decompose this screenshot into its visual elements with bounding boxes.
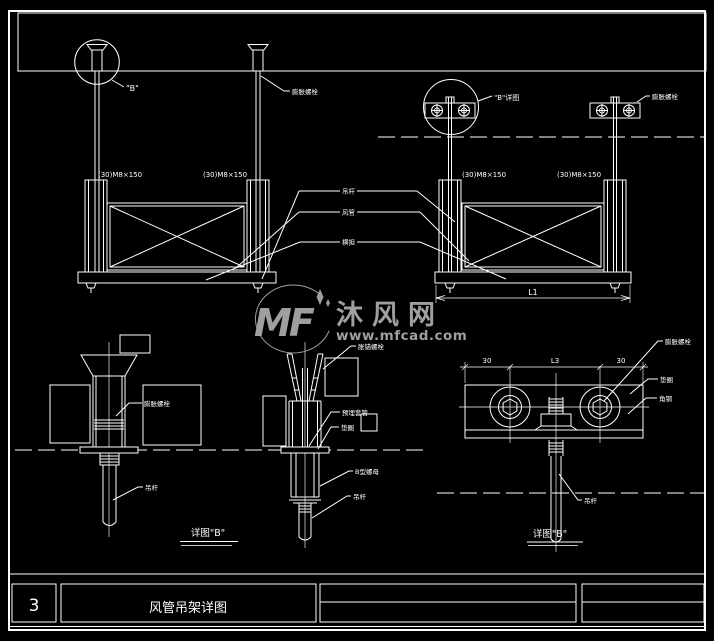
- sheet-number: 3: [29, 596, 40, 616]
- rod-spec: (30)M8×150: [557, 171, 601, 179]
- sheet-border: [8, 10, 706, 631]
- watermark-logo: MF: [254, 301, 315, 345]
- sleeve-label: 预埋套管: [342, 408, 369, 417]
- detail-ref-label: "B": [126, 84, 139, 93]
- angle-steel-label: 角钢: [659, 394, 673, 403]
- callout-rod: 吊杆: [342, 187, 356, 196]
- left-elevation: "B" 膨胀螺栓 (30)M8×150 (30)M8×150: [74, 39, 319, 293]
- detail-ref-label: "B"详图: [494, 93, 519, 102]
- dimension-l1: L1: [435, 285, 631, 303]
- rod-spec: (30)M8×150: [98, 171, 142, 179]
- anchor-bolt-label: 膨胀螺栓: [652, 92, 679, 101]
- rod-spec: (30)M8×150: [203, 171, 247, 179]
- middle-callouts: 吊杆 风管 横担: [205, 187, 507, 281]
- dim-text: 30: [483, 357, 492, 365]
- callout-bearer: 横担: [342, 238, 356, 247]
- detail-caption: 详图"B": [533, 528, 567, 540]
- titleblock-cell-empty1: [319, 583, 577, 623]
- washer-label: 垫圈: [341, 423, 354, 432]
- anchor-bolt-label: 胀锚螺栓: [358, 342, 385, 351]
- watermark: MF 沐风网 www.mfcad.com: [254, 284, 467, 354]
- detail-b-left: 膨胀螺栓 吊杆 详图"B": [49, 334, 238, 546]
- watermark-site-name: 沐风网: [336, 300, 444, 331]
- dim-text-l1: L1: [528, 288, 538, 297]
- duct-section: [106, 202, 248, 271]
- detail-caption: 详图"B": [191, 527, 225, 539]
- detail-circle-b: [74, 39, 120, 85]
- sheet-title: 风管吊架详图: [149, 601, 227, 616]
- rod-spec: (30)M8×150: [462, 171, 506, 179]
- titleblock-cell-empty2: [581, 583, 705, 623]
- rod-label: 吊杆: [353, 492, 367, 501]
- watermark-sparkle: [326, 299, 330, 307]
- title-block: 3 风管吊架详图: [8, 10, 706, 631]
- rod-label: 吊杆: [145, 483, 159, 492]
- detail-b-middle: 胀锚螺栓 预埋套管 垫圈 B型螺母 吊杆: [262, 342, 385, 548]
- anchor-bolt-label: 膨胀螺栓: [292, 87, 319, 96]
- callout-duct: 风管: [342, 208, 356, 217]
- washer-label: 垫圈: [660, 375, 673, 384]
- dim-text: 30: [617, 357, 626, 365]
- nut-label: B型螺母: [355, 467, 379, 476]
- rod-label: 吊杆: [584, 496, 598, 505]
- bearer-bar: [77, 271, 277, 284]
- bolt-label: 膨胀螺栓: [665, 337, 692, 346]
- watermark-sparkle: [316, 289, 324, 305]
- titleblock-cell-title: [60, 583, 317, 623]
- anchor-bolt-label: 膨胀螺栓: [144, 399, 171, 408]
- bearer-bar: [434, 271, 632, 284]
- titleblock-cell-number: [11, 583, 57, 623]
- watermark-site-url: www.mfcad.com: [336, 328, 467, 344]
- right-elevation: "B"详图 膨胀螺栓 (30)M8×150 (30)M8×150: [423, 79, 679, 303]
- dimension-row: 30 L3 30: [460, 357, 648, 383]
- duct-section: [461, 202, 605, 271]
- dim-text: L3: [551, 357, 559, 365]
- detail-b-right: 30 L3 30 膨胀螺栓 垫圈 角钢 吊杆 详图"B": [459, 337, 692, 552]
